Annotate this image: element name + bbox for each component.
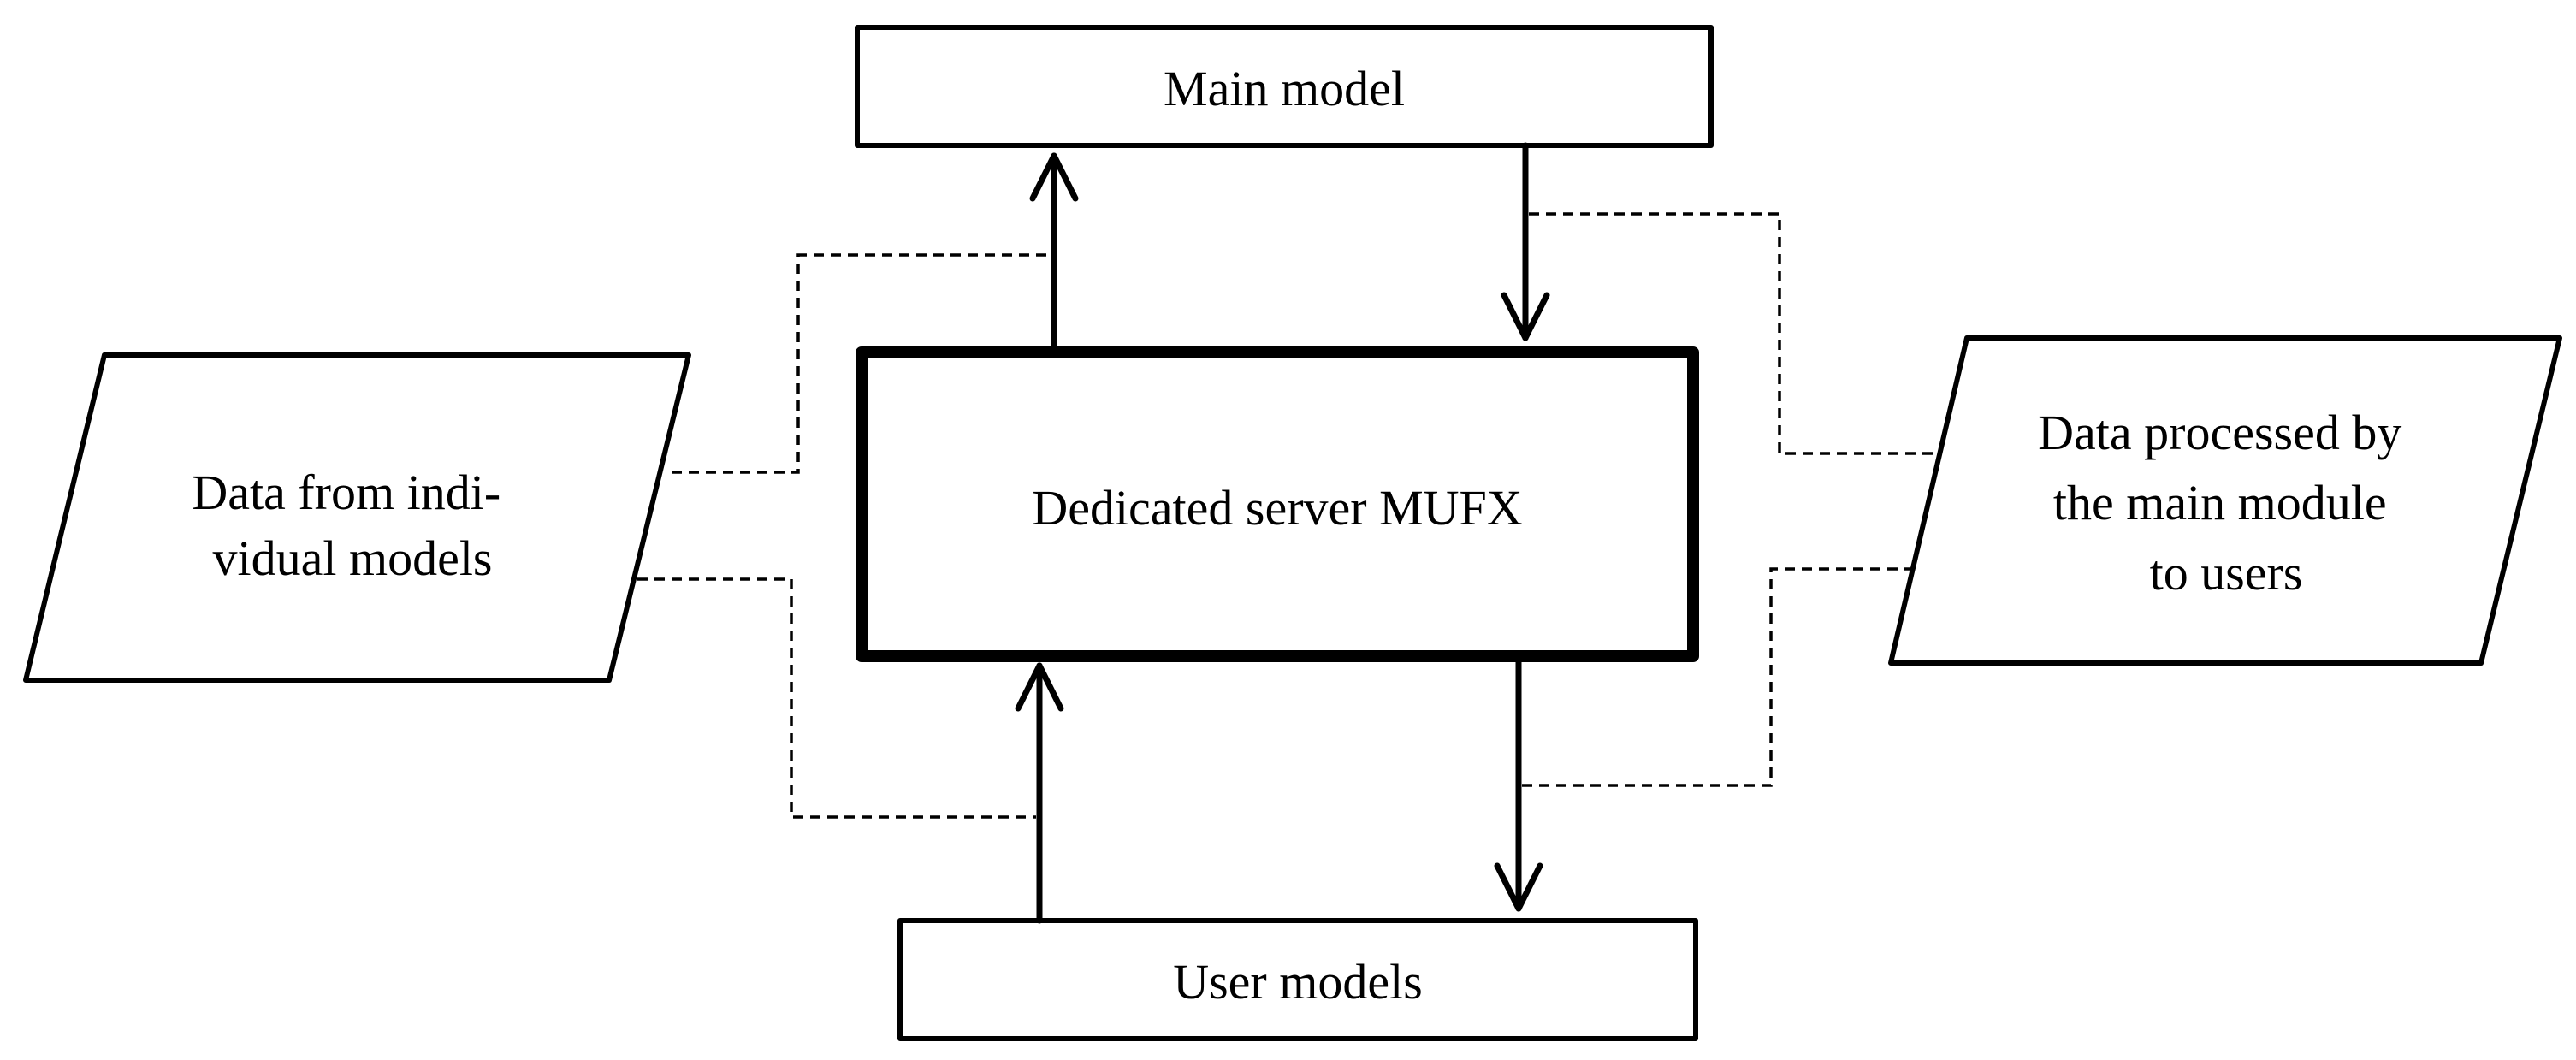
arrow-server-to-users (1494, 659, 1543, 912)
dashed-link-lower-arrow-to-data-out (1522, 567, 1915, 787)
main-model-label: Main model (1164, 61, 1405, 116)
data-out-line-1: Data processed by (2038, 405, 2401, 460)
server-box (856, 346, 1699, 662)
dashed-link-data-in-to-lower-arrow (637, 577, 1036, 819)
server-label: Dedicated server MUFX (1032, 480, 1522, 536)
data-in-parallelogram (23, 352, 691, 683)
server-node: Dedicated server MUFX (856, 346, 1699, 662)
dashed-link-upper-arrow-to-data-out (1529, 212, 1941, 455)
arrow-main-to-server (1501, 142, 1550, 341)
data-in-label: Data from indi- vidual models (192, 465, 512, 586)
user-models-node: User models (897, 918, 1698, 1041)
data-out-parallelogram (1888, 335, 2562, 666)
data-out-label: Data processed by the main module to use… (2038, 405, 2414, 601)
arrow-server-to-main (1029, 152, 1079, 350)
arrow-users-to-server (1015, 662, 1064, 924)
data-in-line-1: Data from indi- (192, 465, 500, 520)
main-model-box (855, 25, 1714, 148)
data-out-node: Data processed by the main module to use… (1888, 335, 2562, 666)
data-in-node: Data from indi- vidual models (23, 352, 691, 683)
data-in-line-2: vidual models (212, 530, 492, 586)
data-out-line-3: to users (2150, 545, 2303, 601)
data-out-line-2: the main module (2053, 475, 2387, 530)
user-models-label: User models (1173, 954, 1423, 1010)
main-model-node: Main model (855, 25, 1714, 148)
dashed-link-data-in-to-upper-arrow (672, 253, 1051, 474)
user-models-box (897, 918, 1698, 1041)
